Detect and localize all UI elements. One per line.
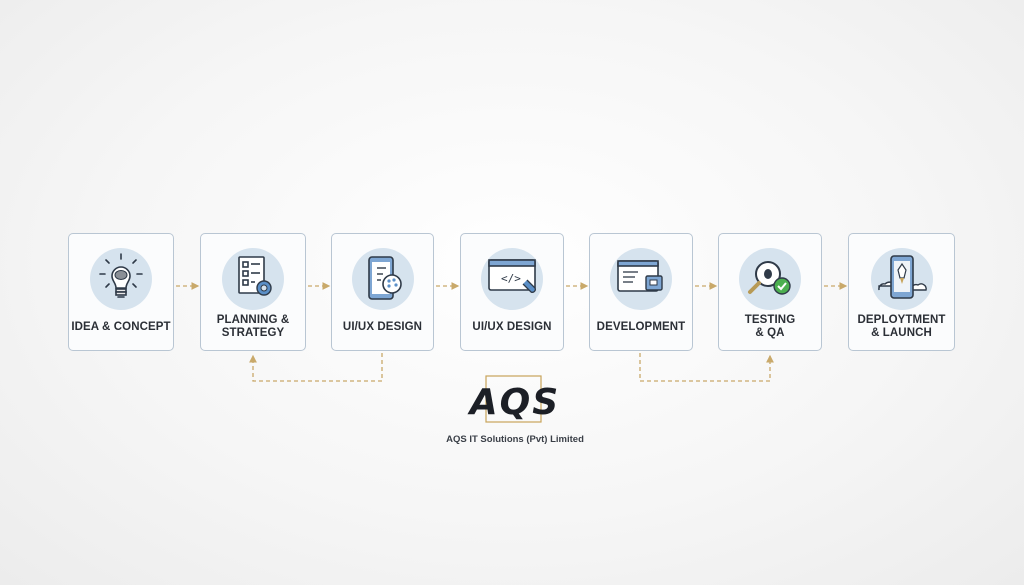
step-card-development: DEVELOPMENT <box>589 233 693 351</box>
step-card-planning: PLANNING &STRATEGY <box>200 233 306 351</box>
step-label: TESTING& QA <box>744 314 796 339</box>
aqs-logo: AQS <box>467 375 560 423</box>
svg-text:AQS: AQS <box>467 382 560 423</box>
step-card-idea: IDEA & CONCEPT <box>68 233 174 351</box>
step-card-uiux-design-code: </> UI/UX DESIGN <box>460 233 564 351</box>
magnifier-bug-check-icon <box>748 261 791 295</box>
step-label: DEVELOPMENT <box>596 321 686 333</box>
company-name: AQS IT Solutions (Pvt) Limited <box>446 434 584 445</box>
phone-rocket-cloud-icon <box>877 255 927 299</box>
step-label: DEPLOYTMENT& LAUNCH <box>857 314 946 339</box>
lightbulb-brain-icon <box>99 253 143 298</box>
step-card-uiux-design: UI/UX DESIGN <box>331 233 434 351</box>
step-label: PLANNING &STRATEGY <box>216 314 290 339</box>
feedback-loop-right <box>639 353 774 382</box>
browser-chat-icon <box>617 260 663 292</box>
step-label: UI/UX DESIGN <box>342 321 423 333</box>
step-label: UI/UX DESIGN <box>472 321 552 333</box>
step-label: IDEA & CONCEPT <box>71 321 171 333</box>
svg-text:</>: </> <box>501 272 521 285</box>
code-window-wrench-icon: </> <box>488 259 536 293</box>
mobile-palette-icon <box>367 256 402 300</box>
feedback-loop-left <box>249 353 383 382</box>
step-card-deployment: DEPLOYTMENT& LAUNCH <box>848 233 955 351</box>
step-card-testing: TESTING& QA <box>718 233 822 351</box>
checklist-gear-icon <box>238 256 272 296</box>
